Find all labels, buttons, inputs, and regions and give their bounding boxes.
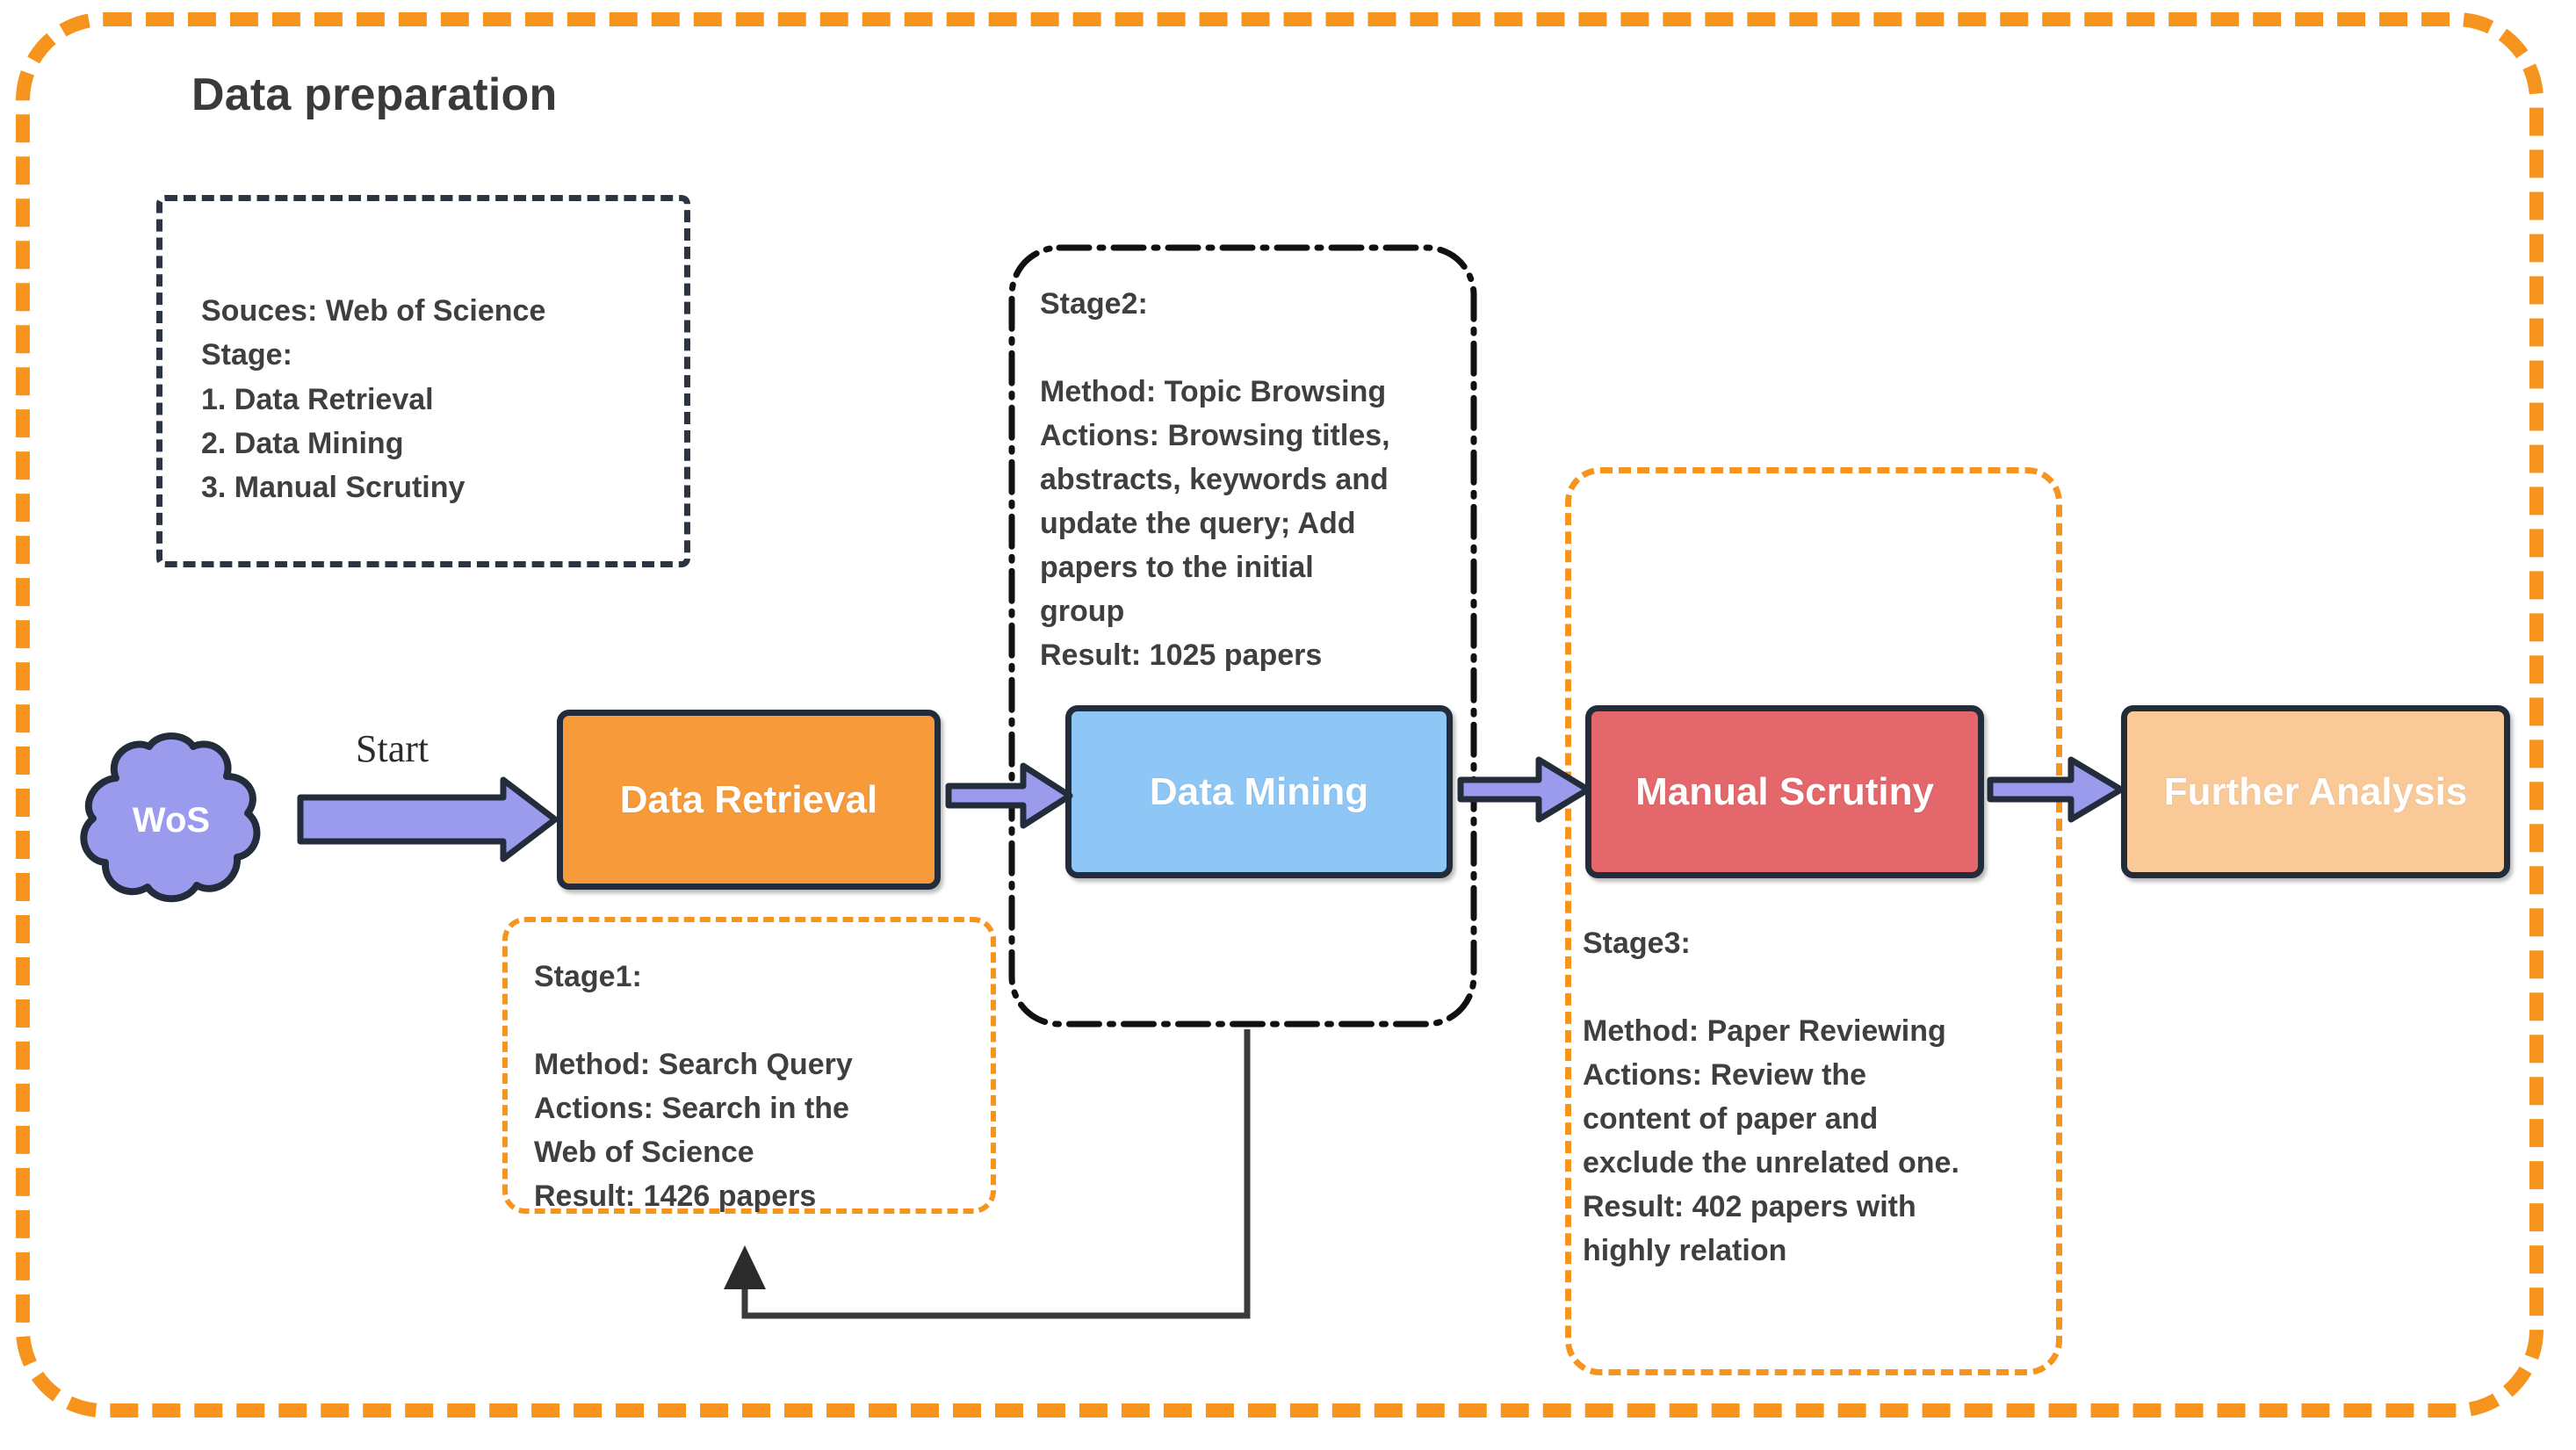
stage3-note-text: Stage3: Method: Paper Reviewing Actions:… — [1583, 927, 1959, 1267]
outer-frame — [16, 12, 2544, 1418]
wos-cloud-node[interactable]: WoS — [61, 731, 281, 911]
node-data-retrieval[interactable]: Data Retrieval — [557, 710, 941, 890]
stage2-note-text: Stage2: Method: Topic Browsing Actions: … — [1040, 287, 1390, 672]
node-further-analysis[interactable]: Further Analysis — [2121, 705, 2510, 878]
sources-box: Souces: Web of Science Stage: 1. Data Re… — [156, 195, 690, 567]
stage3-note-box — [1565, 467, 2062, 1375]
sources-box-text: Souces: Web of Science Stage: 1. Data Re… — [201, 294, 546, 505]
page-title: Data preparation — [191, 69, 558, 120]
node-data-mining[interactable]: Data Mining — [1065, 705, 1453, 878]
stage2-note-box — [1008, 244, 1477, 1028]
start-edge-label: Start — [356, 727, 429, 770]
node-manual-scrutiny[interactable]: Manual Scrutiny — [1585, 705, 1984, 878]
stage1-note-text: Stage1: Method: Search Query Actions: Se… — [534, 960, 853, 1213]
